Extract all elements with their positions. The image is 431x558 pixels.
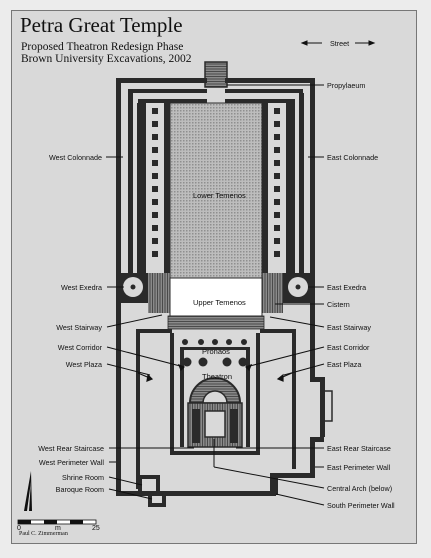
colonnade-column [274,225,280,231]
label-upper-temenos: Upper Temenos [193,298,246,307]
label-baroque-room: Baroque Room [55,485,104,494]
colonnade-column [274,147,280,153]
colonnade-column [274,108,280,114]
plan-title: Petra Great Temple [20,13,183,37]
scale-end: 25 [92,525,100,532]
east-columns [274,108,280,257]
colonnade-column [152,186,158,192]
upper-temenos-area [169,277,263,317]
east-annex [323,390,333,422]
colonnade-column [274,134,280,140]
colonnade-column [152,173,158,179]
pronaos-columns [182,339,248,367]
west-exedra [116,273,170,313]
colonnade-column [152,238,158,244]
colonnade-column [274,173,280,179]
credit: Paul C. Zimmerman [19,531,68,537]
label-central-arch: Central Arch (below) [327,484,393,493]
colonnade-column [274,212,280,218]
colonnade-column [152,199,158,205]
scale-unit: m [55,525,61,532]
theatron [187,377,243,448]
label-shrine-room: Shrine Room [62,473,104,482]
colonnade-column [274,121,280,127]
label-east-exedra: East Exedra [327,283,367,292]
label-east-plaza: East Plaza [327,360,362,369]
label-lower-temenos: Lower Temenos [193,191,246,200]
colonnade-column [152,160,158,166]
label-east-corridor: East Corridor [327,343,370,352]
label-west-corridor: West Corridor [57,343,102,352]
colonnade-column [152,134,158,140]
label-cistern: Cistern [327,300,350,309]
colonnade-column [274,160,280,166]
scale-start: 0 [17,525,21,532]
plan-frame: Petra Great Temple Proposed Theatron Red… [11,10,417,544]
sw-rooms [138,475,166,507]
label-west-plaza: West Plaza [65,360,102,369]
colonnade-column [152,121,158,127]
colonnade-column [152,212,158,218]
north-arrow-icon [24,471,32,511]
label-pronaos: Pronaos [202,347,230,356]
colonnade-column [274,186,280,192]
west-columns [152,108,158,257]
west-colonnade [116,93,170,273]
label-theatron: Theatron [202,372,233,381]
label-east-stairway: East Stairway [327,323,371,332]
label-east-perimeter-wall: East Perimeter Wall [327,463,391,472]
street-label: Street [330,39,350,48]
street-arrows [300,40,376,46]
label-west-rear-staircase: West Rear Staircase [38,444,104,453]
temple-stair [167,315,265,330]
colonnade-column [152,251,158,257]
temple-walls [170,333,260,455]
lower-temenos-area [169,102,263,279]
colonnade-column [152,147,158,153]
plaza-arrows [137,363,293,382]
plan-subtitle-1: Proposed Theatron Redesign Phase [21,41,184,53]
colonnade-column [274,238,280,244]
colonnade-column [152,108,158,114]
colonnade-column [274,199,280,205]
north-walls [116,78,315,103]
label-east-rear-staircase: East Rear Staircase [327,444,391,453]
colonnade-column [274,251,280,257]
label-west-colonnade: West Colonnade [48,153,102,162]
east-colonnade [262,93,315,273]
scale-bar [17,519,97,525]
colonnade-column [152,225,158,231]
label-east-colonnade: East Colonnade [327,153,379,162]
east-exedra [262,273,315,313]
label-south-perimeter-wall: South Perimeter Wall [327,501,395,510]
site-plan [17,40,376,525]
corridor-walls [136,329,296,489]
label-west-stairway: West Stairway [56,323,102,332]
label-west-exedra: West Exedra [60,283,102,292]
label-propylaeum: Propylaeum [327,81,366,90]
plan-subtitle-2: Brown University Excavations, 2002 [21,53,192,65]
propylaeum-stair [204,61,228,88]
label-west-perimeter-wall: West Perimeter Wall [38,458,104,467]
